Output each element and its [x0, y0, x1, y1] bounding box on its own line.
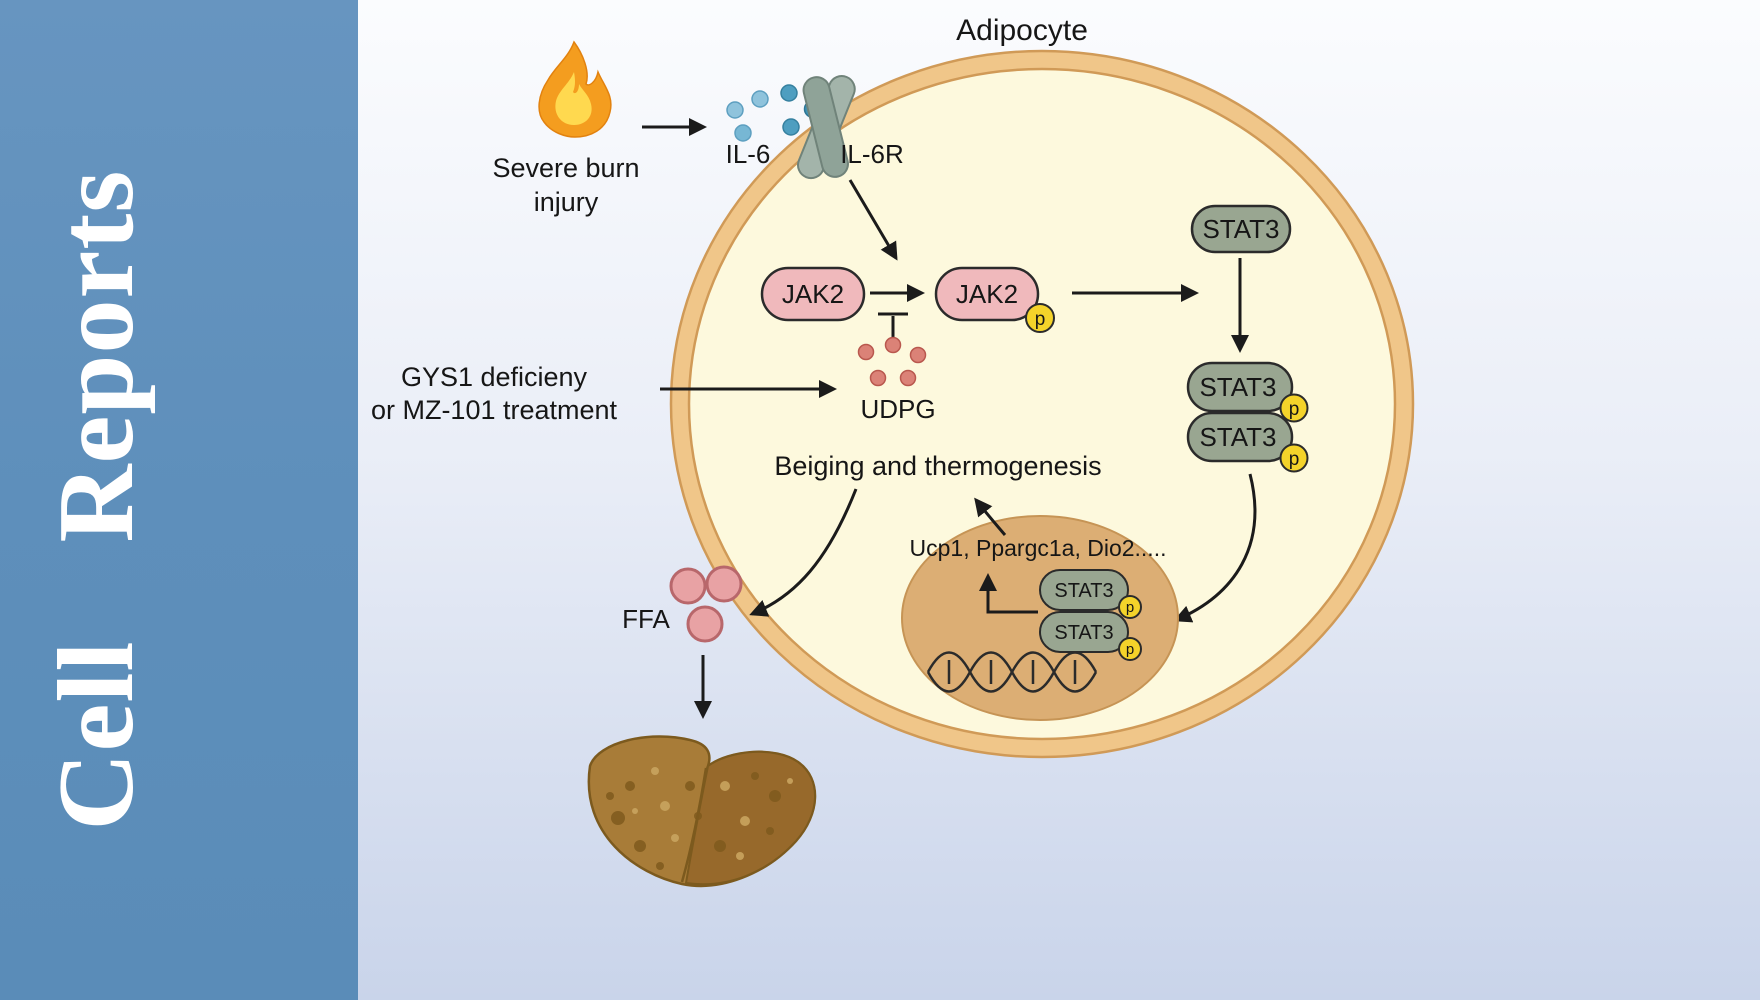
- nuclear-stat3-label-2: STAT3: [1054, 622, 1113, 644]
- phospho-badge-label: p: [1289, 449, 1300, 470]
- nuclear-stat3-label-1: STAT3: [1054, 580, 1113, 602]
- phospho-badge: [1279, 393, 1309, 423]
- arrow-dimer-to-nucleus: [1173, 473, 1257, 623]
- jak2p-box: JAK2 p: [934, 266, 1055, 333]
- arrow-transcription: [979, 573, 1038, 614]
- adipocyte-label: Adipocyte: [956, 14, 1088, 47]
- liver-icon: [587, 735, 817, 888]
- phospho-badge: [1118, 637, 1142, 661]
- phospho-badge-label: p: [1035, 309, 1046, 330]
- il6-label: IL-6: [726, 139, 771, 169]
- jak2-label: JAK2: [782, 279, 844, 309]
- gene-list-label: Ucp1, Ppargc1a, Dio2.....: [910, 535, 1167, 561]
- burn-injury-label-line1: Severe burn: [492, 153, 639, 183]
- phospho-badge: [1025, 303, 1055, 333]
- gys1-label-line2: or MZ-101 treatment: [371, 395, 618, 425]
- il6r-label: IL-6R: [840, 139, 904, 169]
- ffa-label: FFA: [622, 604, 670, 634]
- arrow-il6r-to-jak2: [848, 179, 898, 261]
- beiging-label: Beiging and thermogenesis: [774, 451, 1101, 481]
- stat3-label: STAT3: [1202, 214, 1279, 244]
- phospho-badge-label: p: [1126, 641, 1134, 658]
- phospho-badge: [1118, 595, 1142, 619]
- udpg-dots: [857, 336, 927, 387]
- stat3-box: STAT3: [1190, 204, 1292, 254]
- burn-injury-label-line2: injury: [534, 187, 599, 217]
- arrow-genes-to-beiging: [974, 497, 1007, 536]
- gys1-label-line1: GYS1 deficieny: [401, 362, 588, 392]
- arrow-beiging-to-ffa: [749, 488, 858, 617]
- flame-icon: [538, 40, 612, 138]
- stat3-dimer-label-1: STAT3: [1199, 372, 1276, 402]
- ffa-dots: [669, 565, 743, 643]
- stat3-dimer-label-2: STAT3: [1199, 422, 1276, 452]
- jak2p-label: JAK2: [956, 279, 1018, 309]
- jak2-box: JAK2: [760, 266, 866, 322]
- dna-icon: [926, 651, 1098, 693]
- phospho-badge: [1279, 443, 1309, 473]
- il6r-receptor: [797, 75, 856, 180]
- journal-sidebar: Cell Reports: [0, 0, 358, 1000]
- nuclear-stat3-dimer: STAT3 p STAT3 p: [1039, 569, 1142, 661]
- udpg-label: UDPG: [860, 394, 935, 424]
- stat3-dimer: STAT3 p STAT3 p: [1186, 361, 1309, 473]
- phospho-badge-label: p: [1126, 599, 1134, 616]
- phospho-badge-label: p: [1289, 399, 1300, 420]
